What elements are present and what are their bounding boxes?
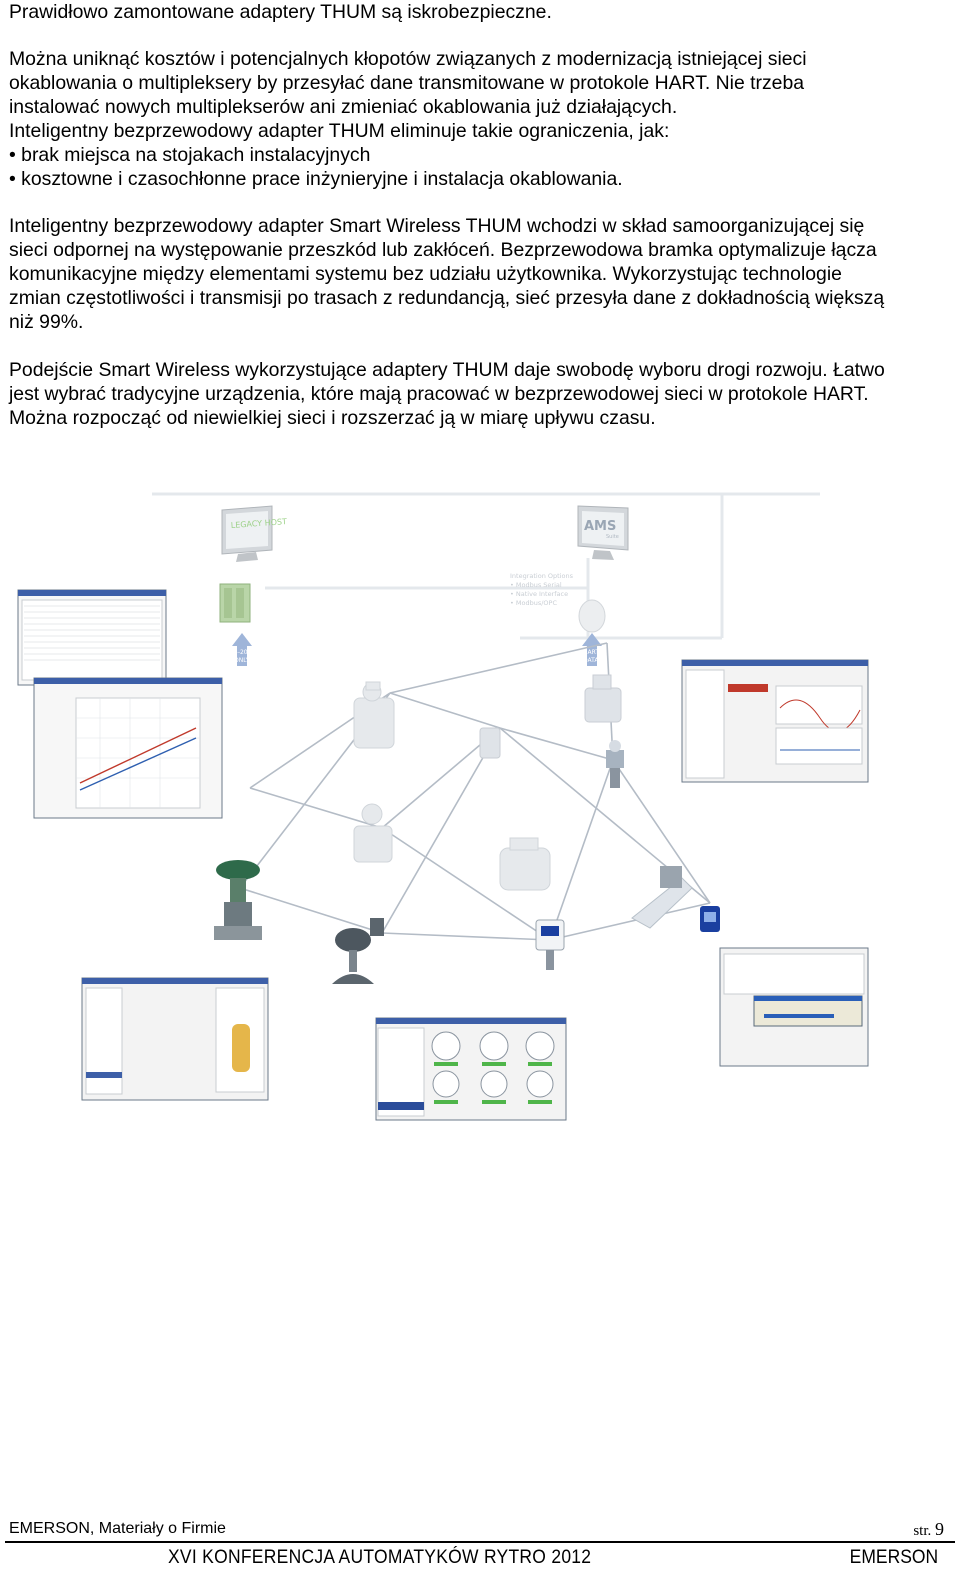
text-line: zmian częstotliwości i transmisji po tra… bbox=[9, 287, 885, 309]
paragraph-cost-savings: Można uniknąć kosztów i potencjalnych kł… bbox=[9, 47, 954, 191]
screen-gauges-window bbox=[375, 1017, 567, 1121]
text-line: Można rozpocząć od niewielkiej sieci i r… bbox=[9, 407, 656, 429]
gateway-icon bbox=[578, 599, 606, 633]
ams-monitor-icon: AMS Suite bbox=[577, 505, 629, 560]
text-line: okablowania o multipleksery by przesyłać… bbox=[9, 72, 805, 94]
paragraph-mesh-network: Inteligentny bezprzewodowy adapter Smart… bbox=[9, 214, 954, 334]
page-number-value: 9 bbox=[935, 1519, 944, 1539]
ams-sub-label: Suite bbox=[606, 534, 619, 540]
integration-item: • Modbus Serial bbox=[510, 581, 562, 589]
text-line: jest wybrać tradycyjne urządzenia, które… bbox=[9, 383, 869, 405]
legacy-host-label: LEGACY HOST bbox=[231, 517, 288, 530]
bullet-item: • kosztowne i czasochłonne prace inżynie… bbox=[9, 168, 623, 190]
text-line: Inteligentny bezprzewodowy adapter THUM … bbox=[9, 120, 670, 142]
arrow-4-20-only: 4-20 ONLY bbox=[232, 633, 252, 666]
page-prefix: str. bbox=[913, 1523, 932, 1539]
integration-title: Integration Options bbox=[510, 572, 574, 580]
screen-alerts-window bbox=[681, 659, 869, 783]
pressure-transmitter-icon bbox=[606, 740, 624, 788]
thum-adapter-icon bbox=[584, 674, 622, 723]
arrow-label: 4-20 bbox=[234, 649, 248, 656]
io-rack-icon bbox=[219, 583, 251, 623]
screen-config-window bbox=[81, 977, 269, 1101]
text-line: Podejście Smart Wireless wykorzystujące … bbox=[9, 359, 885, 381]
screen-trend-window bbox=[33, 677, 223, 819]
screen-table-window bbox=[17, 589, 167, 686]
arrow-hart-data: HART DATA bbox=[582, 633, 602, 666]
coriolis-meter-icon bbox=[631, 866, 720, 932]
magmeter-icon bbox=[353, 803, 393, 863]
integration-item: • Native Interface bbox=[510, 590, 568, 598]
integration-item: • Modbus/OPC bbox=[510, 599, 557, 607]
transmitter-icon bbox=[499, 837, 551, 891]
text-line: Inteligentny bezprzewodowy adapter Smart… bbox=[9, 215, 865, 237]
small-transmitter-icon bbox=[479, 727, 501, 759]
footer-company: EMERSON, Materiały o Firmie bbox=[9, 1520, 226, 1537]
text-line: Można uniknąć kosztów i potencjalnych kł… bbox=[9, 48, 807, 70]
footer-conference: XVI KONFERENCJA AUTOMATYKÓW RYTRO 2012 bbox=[168, 1547, 592, 1568]
page-number: str. 9 bbox=[913, 1519, 944, 1540]
text-line: instalować nowych multiplekserów ani zmi… bbox=[9, 96, 678, 118]
wireless-network-diagram: LEGACY HOST AMS Suite Integration Option… bbox=[17, 492, 869, 1121]
bullet-item: • brak miejsca na stojakach instalacyjny… bbox=[9, 144, 371, 166]
analyzer-icon bbox=[535, 919, 565, 970]
text-line: sieci odpornej na występowanie przeszkód… bbox=[9, 239, 877, 261]
legacy-host-monitor-icon: LEGACY HOST bbox=[221, 505, 288, 562]
paragraph-intrinsic-safety: Prawidłowo zamontowane adaptery THUM są … bbox=[9, 0, 954, 24]
ams-label: AMS bbox=[584, 519, 616, 534]
footer-divider bbox=[5, 1541, 955, 1543]
control-room-frame bbox=[152, 492, 820, 640]
text-line: Prawidłowo zamontowane adaptery THUM są … bbox=[9, 1, 552, 23]
footer-brand: EMERSON bbox=[849, 1547, 938, 1568]
screen-dialog-window bbox=[719, 947, 869, 1067]
diaphragm-valve-icon bbox=[332, 918, 384, 984]
control-valve-icon bbox=[214, 860, 262, 940]
paragraph-smart-wireless: Podejście Smart Wireless wykorzystujące … bbox=[9, 358, 954, 430]
integration-options: Integration Options • Modbus Serial • Na… bbox=[510, 572, 574, 607]
text-line: niż 99%. bbox=[9, 311, 84, 333]
arrow-label: ONLY bbox=[234, 657, 250, 664]
wireless-mesh-links bbox=[239, 642, 711, 941]
arrow-label: HART bbox=[583, 649, 599, 656]
flowmeter-icon bbox=[353, 681, 395, 749]
text-line: komunikacyjne między elementami systemu … bbox=[9, 263, 842, 285]
arrow-label: DATA bbox=[583, 657, 599, 664]
